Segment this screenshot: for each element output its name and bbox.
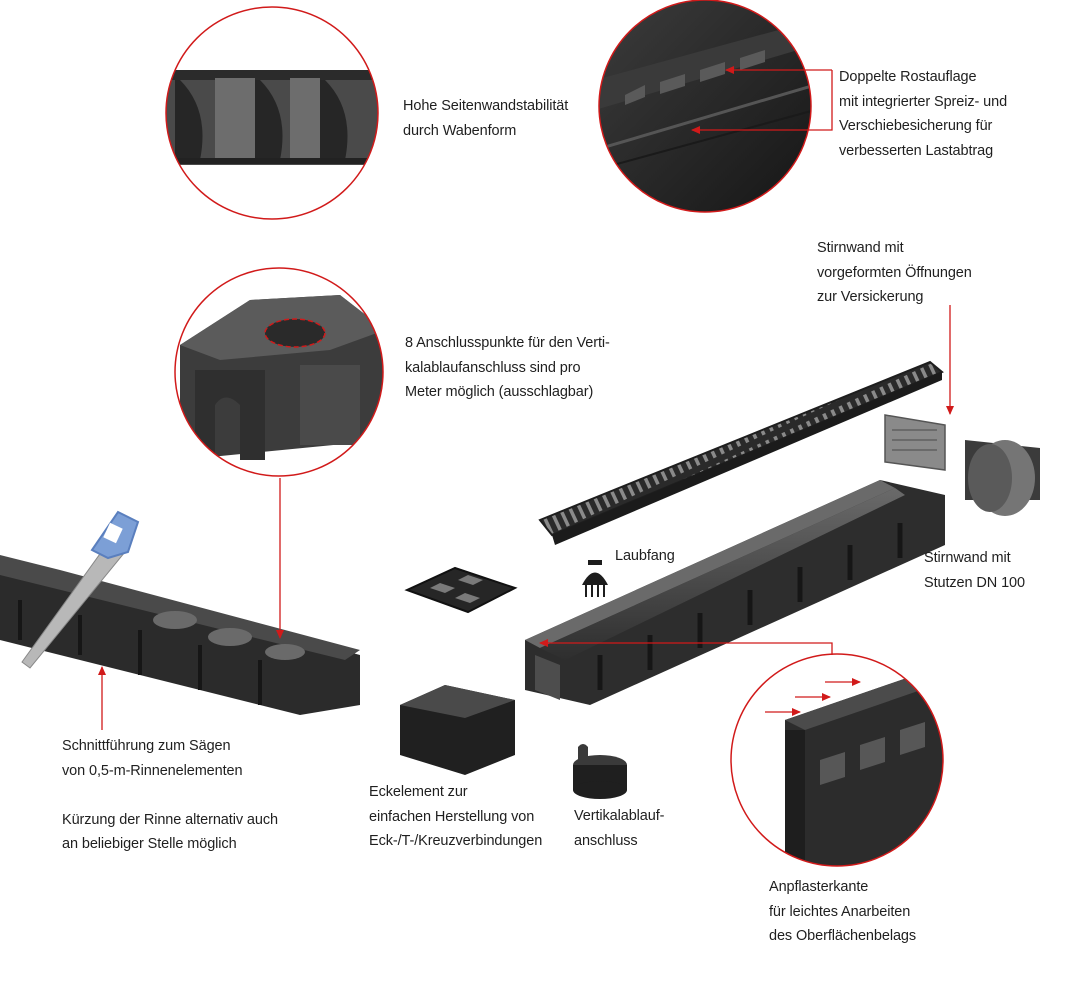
label-grate-support: Doppelte Rostauflage mit integrierter Sp… xyxy=(839,65,1007,163)
label-line: für leichtes Anarbeiten xyxy=(769,903,911,920)
label-line: durch Wabenform xyxy=(403,122,517,139)
label-end-wall-openings: Stirnwand mit vorgeformten Öffnungen zur… xyxy=(817,236,972,310)
label-line: Stirnwand mit xyxy=(924,550,1011,566)
corner-element xyxy=(400,685,515,775)
label-line: Stutzen DN 100 xyxy=(924,574,1025,591)
label-wall-stability: Hohe Seitenwandstabilität durch Wabenfor… xyxy=(403,94,568,143)
label-line: Schnittführung zum Sägen xyxy=(62,738,231,754)
label-end-wall-spigot: Stirnwand mit Stutzen DN 100 xyxy=(924,546,1025,595)
label-leaf-trap: Laubfang xyxy=(615,544,675,569)
label-line: kalablaufanschluss sind pro xyxy=(405,359,581,376)
label-saw-guide: Schnittführung zum Sägen von 0,5-m-Rinne… xyxy=(62,734,278,857)
label-paving-edge: Anpflasterkante für leichtes Anarbeiten … xyxy=(769,875,916,949)
end-wall-spigot xyxy=(965,440,1040,516)
end-wall-openings xyxy=(884,414,946,471)
grating xyxy=(538,360,944,545)
label-line: zur Versickerung xyxy=(817,289,924,305)
label-line: des Oberflächenbelags xyxy=(769,928,917,944)
label-line: 8 Anschlusspunkte für den Verti- xyxy=(405,335,610,351)
label-line: Vertikalablauf- xyxy=(574,808,665,824)
main-channel xyxy=(525,480,945,705)
label-corner-element: Eckelement zur einfachen Herstellung von… xyxy=(369,780,542,854)
label-line: anschluss xyxy=(574,832,638,849)
label-line: Eckelement zur xyxy=(369,784,468,800)
label-line: Hohe Seitenwandstabilität xyxy=(403,98,569,114)
label-line: einfachen Herstellung von xyxy=(369,808,535,825)
detail-circle-grate-support xyxy=(598,0,812,213)
detail-circle-connection-points xyxy=(174,267,384,477)
leaf-trap xyxy=(582,560,608,597)
label-line: Doppelte Rostauflage xyxy=(839,69,977,85)
detail-circle-wall xyxy=(165,6,379,220)
leader-lines xyxy=(98,70,954,730)
label-line: vorgeformten Öffnungen xyxy=(817,264,972,281)
label-line: Anpflasterkante xyxy=(769,879,869,895)
label-line: an beliebiger Stelle möglich xyxy=(62,836,237,852)
corner-grating xyxy=(404,566,518,614)
label-line: Verschiebesicherung für xyxy=(839,118,993,134)
saw xyxy=(21,510,140,669)
detail-circle-paving-edge xyxy=(730,653,944,867)
vertical-outlet xyxy=(573,744,627,799)
label-line: von 0,5-m-Rinnenelementen xyxy=(62,762,243,779)
label-line: verbesserten Lastabtrag xyxy=(839,142,994,159)
label-connection-points: 8 Anschlusspunkte für den Verti- kalabla… xyxy=(405,331,610,405)
label-line: Eck-/T-/Kreuzverbindungen xyxy=(369,833,543,849)
label-line: Meter möglich (ausschlagbar) xyxy=(405,384,594,400)
label-line: mit integrierter Spreiz- und xyxy=(839,93,1008,110)
label-line: Kürzung der Rinne alternativ auch xyxy=(62,811,278,828)
label-vertical-outlet: Vertikalablauf- anschluss xyxy=(574,804,664,853)
label-line xyxy=(62,783,278,808)
label-line: Laubfang xyxy=(615,548,675,564)
label-line: Stirnwand mit xyxy=(817,240,904,256)
